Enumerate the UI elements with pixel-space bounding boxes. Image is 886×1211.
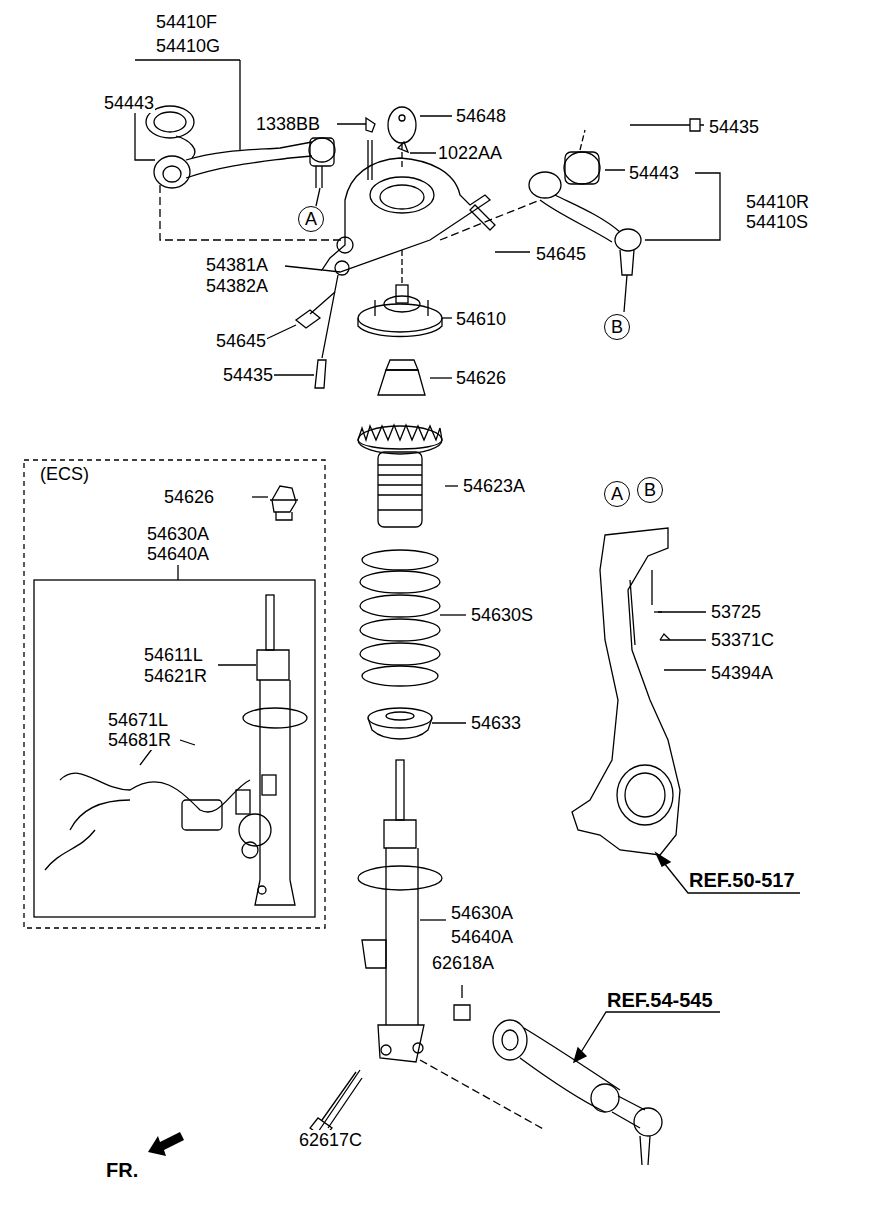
callout-number: 54681R [107,730,172,750]
option-group-box: (ECS) 54630A 54640A [24,460,325,928]
callout-number: 54381A [205,255,269,275]
callout-number: 54611L [143,645,204,665]
callout-number: 54623A [462,476,526,496]
callout-number: 54610 [455,309,507,329]
ecs-frame [24,460,325,928]
callout-number: 54410S [745,212,809,232]
callout-number: 54410G [155,36,221,56]
coil-spring [360,550,466,739]
callout-number: 54626 [455,368,507,388]
callout-number: 54410R [745,192,810,212]
reference-circle: A [298,206,324,232]
upper-arm-left [135,60,345,240]
callout-number: 54435 [708,117,760,137]
callout-number: 1338BB [255,114,321,134]
reference-letter: A [305,209,317,229]
steering-knuckle [572,528,800,893]
callout-number: 54671L [107,710,169,730]
callout-number: 54645 [215,331,267,351]
callout-number: 54382A [205,276,269,296]
front-arrow [148,1132,184,1156]
spring-upper-parts [358,250,458,527]
callout-number: 54410F [155,12,218,32]
callout-number: 54443 [103,93,155,113]
reference-letter: B [611,317,623,337]
reference-circle: B [637,477,663,503]
callout-number: 54630S [470,605,534,625]
upper-mount [262,107,540,388]
callout-number: 53371C [710,630,775,650]
callout-number: 54626 [163,487,215,507]
callout-number: 54630A [450,903,514,923]
callout-number: 54435 [222,365,274,385]
reference-letter: A [611,484,623,504]
callout-number: REF.54-545 [606,990,714,1010]
group-heading: 54630A 54640A [147,524,209,564]
callout-number: 62617C [298,1130,363,1150]
reference-letter: B [644,480,656,500]
strut [310,760,545,1145]
callout-number: 53725 [710,602,762,622]
callout-number: 62618A [431,953,495,973]
reference-circle: B [604,314,630,340]
ecs-inner-frame [34,580,315,917]
ecs-strut [45,486,307,905]
group-heading: (ECS) [40,464,89,484]
reference-circle: A [604,481,630,507]
callout-number: 54621R [143,666,208,686]
lower-arm [493,1012,720,1165]
callout-number: REF.50-517 [688,870,796,890]
callout-number: FR. [105,1160,139,1180]
callout-number: 54640A [450,927,514,947]
assembly-box: 54630A 54640A [34,580,315,917]
callout-number: 54394A [710,663,774,683]
callout-number: 1022AA [437,143,503,163]
callout-number: 54633 [470,713,522,733]
callout-number: 54443 [628,163,680,183]
upper-arm-right [529,119,720,312]
callout-number: 54648 [455,106,507,126]
callout-number: 54645 [535,244,587,264]
